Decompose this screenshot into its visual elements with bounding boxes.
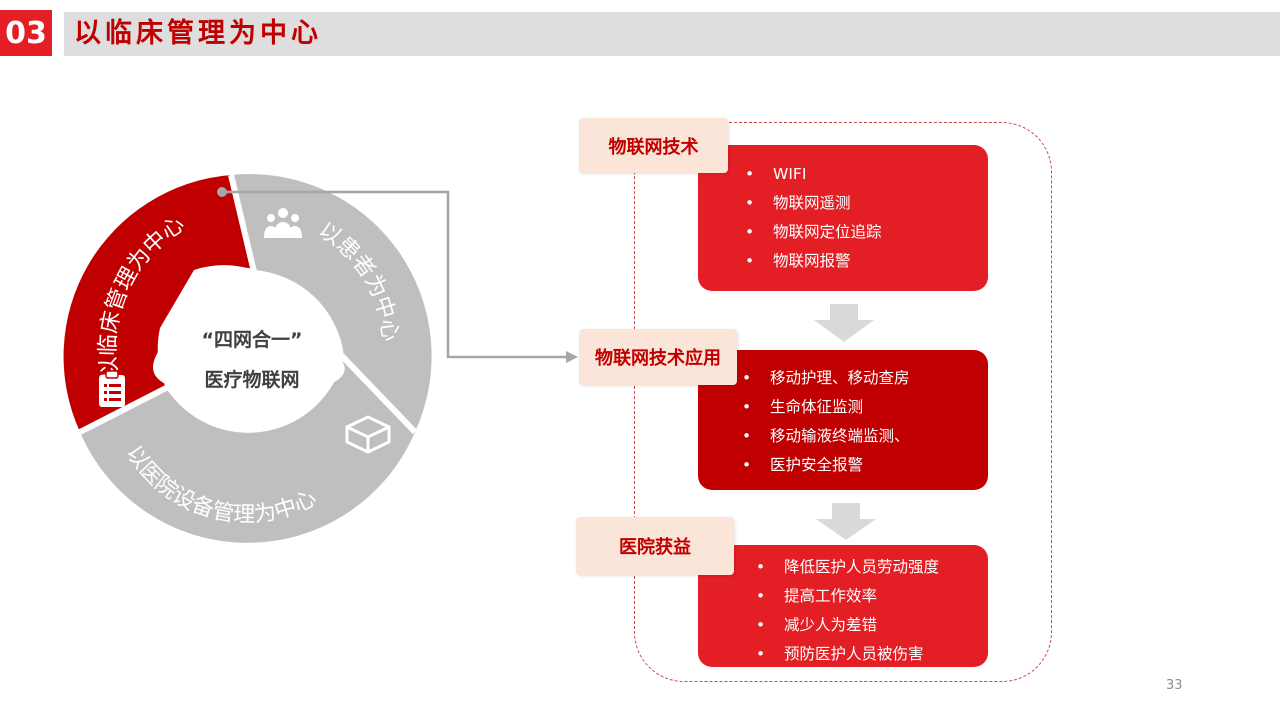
ring-segment-clinical [63, 175, 254, 432]
list-item: 移动护理、移动查房 [742, 364, 988, 393]
page-title: 以临床管理为中心 [74, 18, 322, 49]
list-item: 医护安全报警 [742, 451, 988, 480]
tag-iot-tech: 物联网技术 [579, 118, 728, 173]
ring-center-triangle [153, 268, 345, 398]
list-item: 生命体征监测 [742, 393, 988, 422]
list-item: 物联网定位追踪 [745, 218, 988, 247]
tech-box: WIFI 物联网遥测 物联网定位追踪 物联网报警 [698, 145, 988, 291]
ring-center-line1: “四网合一” [202, 328, 303, 351]
application-box: 移动护理、移动查房 生命体征监测 移动输液终端监测、 医护安全报警 [698, 350, 988, 490]
ring-gap [339, 353, 418, 435]
tag-hospital-benefit: 医院获益 [576, 517, 734, 575]
ring-gap [78, 384, 170, 435]
connector-arrowhead [566, 351, 578, 363]
people-icon [264, 208, 302, 238]
down-arrow-1 [814, 304, 874, 342]
list-item: 物联网报警 [745, 247, 988, 276]
list-item: 降低医护人员劳动强度 [756, 553, 988, 582]
list-item: WIFI [745, 160, 988, 189]
benefit-box: 降低医护人员劳动强度 提高工作效率 减少人为差错 预防医护人员被伤害 [698, 545, 988, 669]
header-bar: 以临床管理为中心 [64, 12, 1280, 56]
ring-segment-patient [231, 174, 432, 432]
flow-frame [634, 122, 1052, 682]
clipboard-icon [99, 370, 125, 407]
section-number: 03 [0, 10, 52, 56]
tag-iot-application: 物联网技术应用 [579, 329, 737, 385]
ring-center-line2: 医疗物联网 [204, 368, 299, 391]
list-item: 移动输液终端监测、 [742, 422, 988, 451]
list-item: 减少人为差错 [756, 611, 988, 640]
page-number: 33 [1166, 678, 1183, 693]
boxes-icon [345, 415, 391, 454]
list-item: 预防医护人员被伤害 [756, 640, 988, 669]
down-arrow-2 [816, 503, 876, 540]
list-item: 提高工作效率 [756, 582, 988, 611]
list-item: 物联网遥测 [745, 189, 988, 218]
ring-segment-equipment [80, 356, 415, 543]
connector-line [222, 190, 566, 359]
